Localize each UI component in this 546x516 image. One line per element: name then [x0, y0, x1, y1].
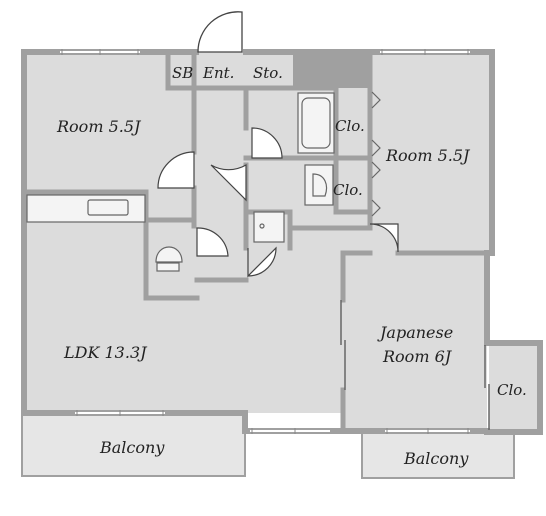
toilet-bowl	[155, 246, 183, 263]
entrance-door	[197, 11, 243, 53]
fixtures	[26, 92, 335, 272]
closet-east-label: Clo.	[497, 381, 527, 399]
window-ticks	[61, 49, 469, 434]
balcony-west-area	[21, 412, 246, 477]
balcony-west-label: Balcony	[99, 438, 165, 457]
balcony-east-label: Balcony	[403, 449, 469, 468]
entrance-label: Ent.	[202, 64, 234, 82]
room-ne-label: Room 5.5J	[385, 146, 471, 165]
closet-east-area	[489, 343, 540, 432]
kitchen-sink	[87, 199, 129, 216]
sliding-door-japanese	[340, 300, 346, 390]
door-swings	[157, 127, 399, 278]
storage-block	[293, 52, 370, 88]
balcony-east-area	[361, 429, 515, 479]
sliding-door-closet-east	[484, 345, 490, 430]
ldk-label: LDK 13.3J	[63, 343, 148, 362]
toilet-tank	[156, 262, 180, 272]
washer-space	[253, 211, 285, 243]
closet-doors	[371, 91, 381, 217]
storage-label: Sto.	[253, 64, 283, 82]
japanese-room-label-line2: Room 6J	[382, 347, 453, 366]
closet-sink-label: Clo.	[333, 181, 363, 199]
closet-bath-label: Clo.	[335, 117, 365, 135]
sb-label: SB	[172, 64, 193, 82]
room-nw-label: Room 5.5J	[56, 117, 142, 136]
japanese-room-label-line1: Japanese	[377, 323, 453, 342]
